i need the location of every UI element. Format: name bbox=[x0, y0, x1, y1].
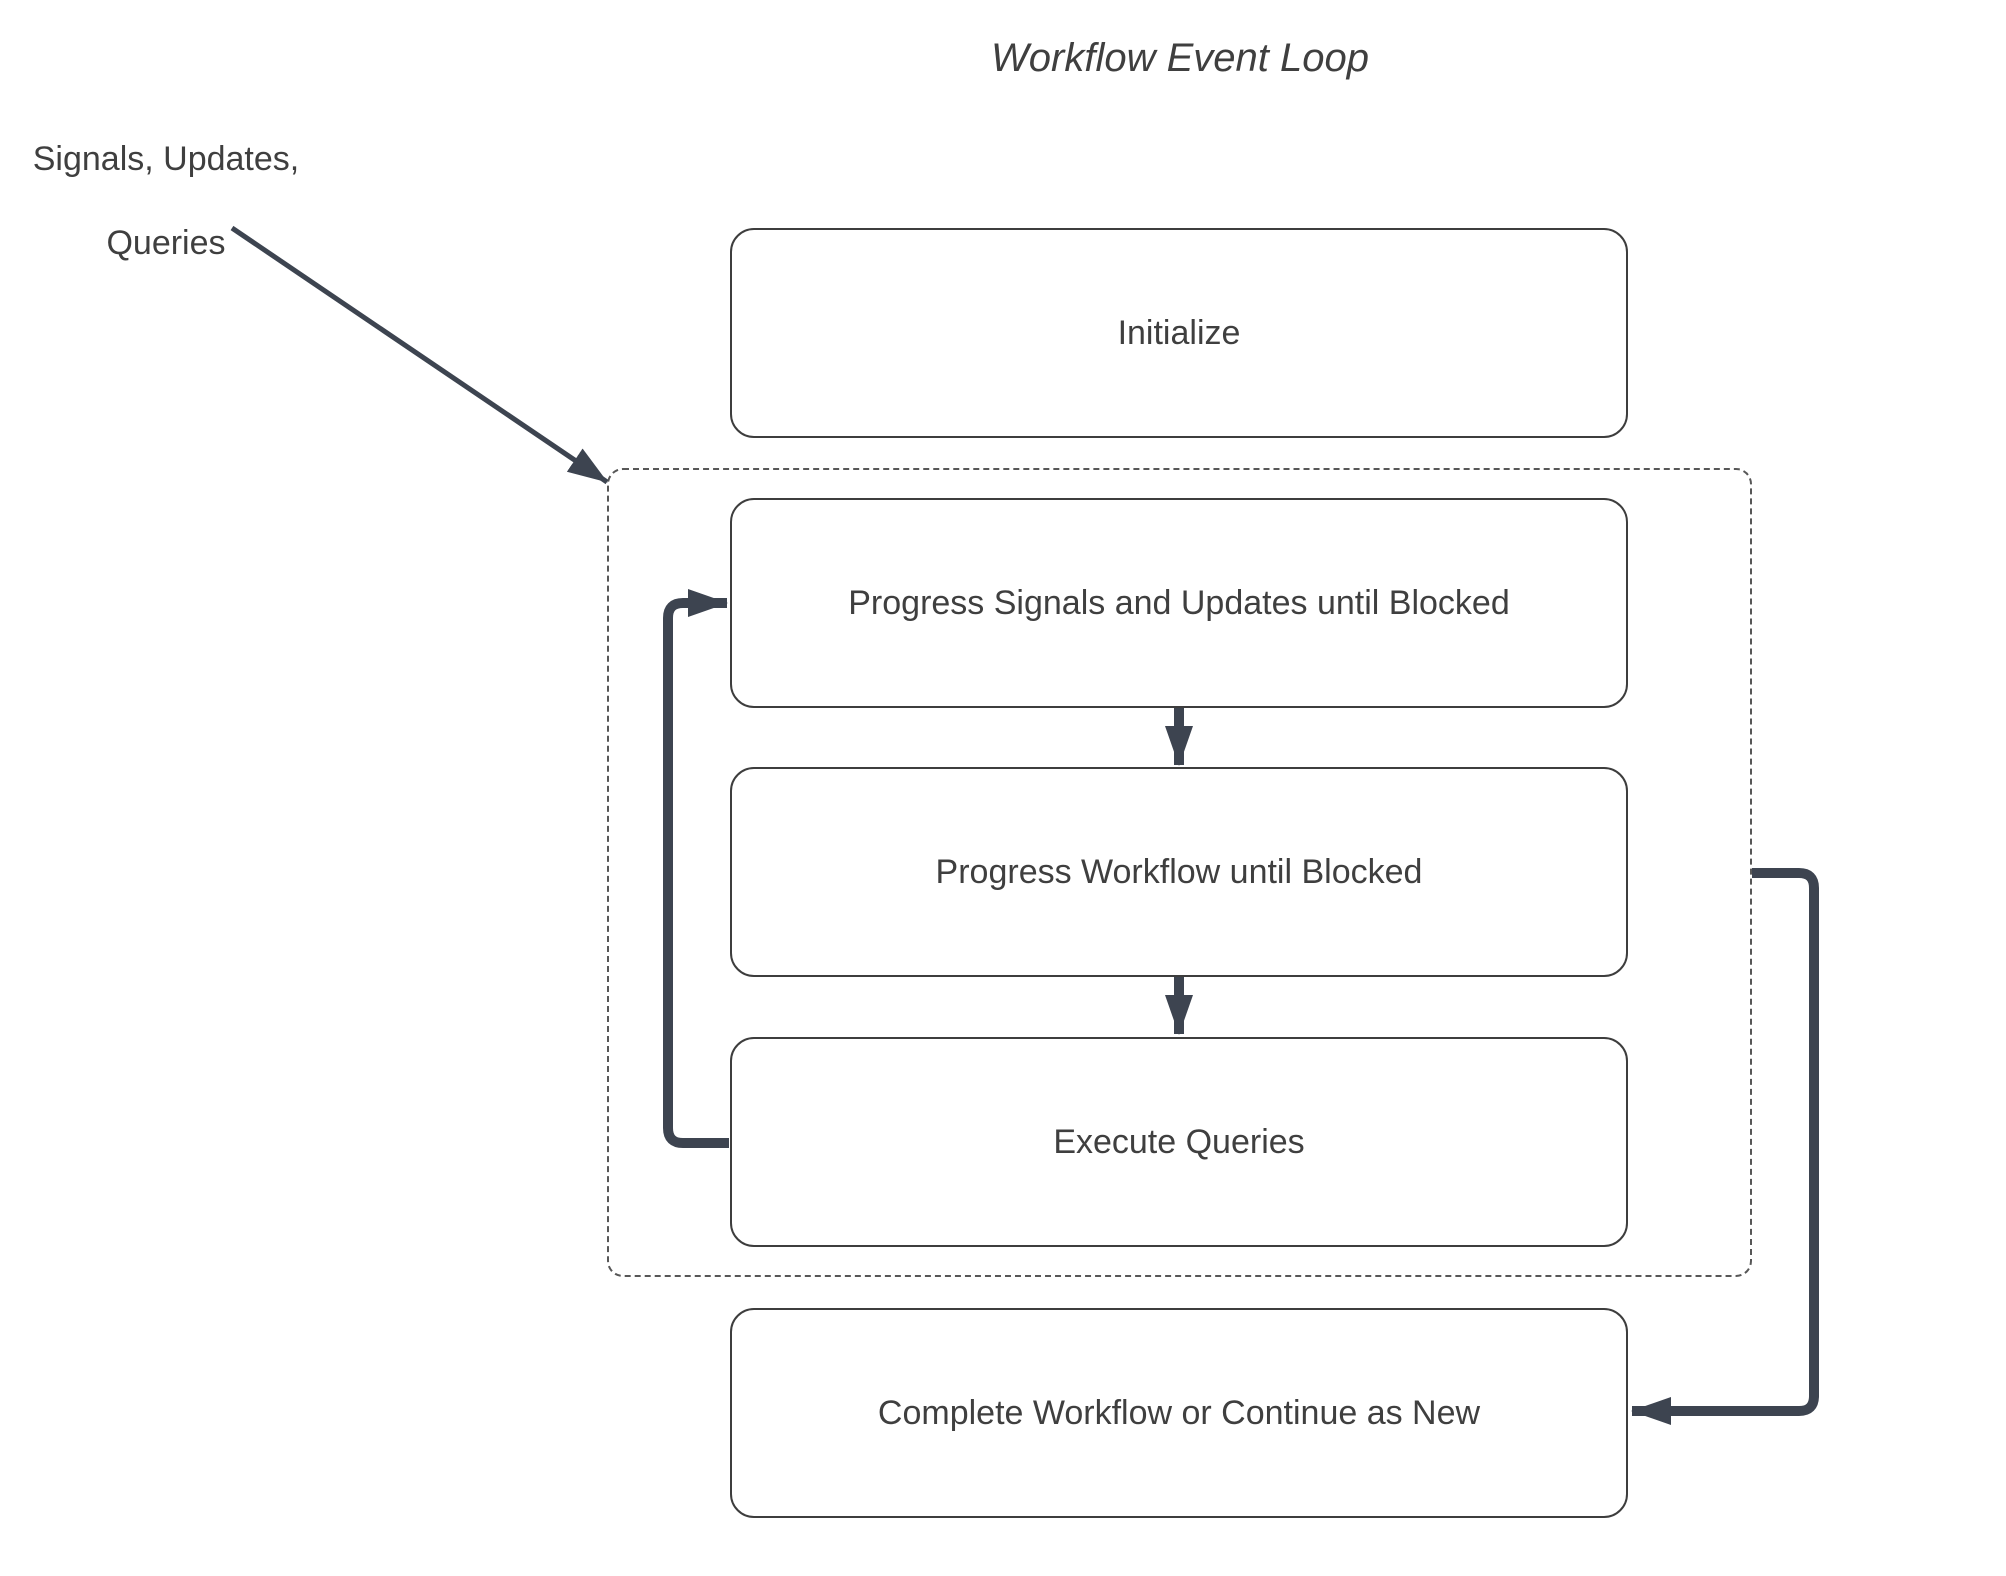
signals-updates-queries-line1: Signals, Updates, bbox=[32, 140, 300, 178]
node-progress-workflow: Progress Workflow until Blocked bbox=[730, 767, 1628, 977]
node-execute-queries-label: Execute Queries bbox=[1053, 1122, 1305, 1161]
node-progress-signals-label: Progress Signals and Updates until Block… bbox=[848, 583, 1510, 622]
node-execute-queries: Execute Queries bbox=[730, 1037, 1628, 1247]
node-complete: Complete Workflow or Continue as New bbox=[730, 1308, 1628, 1518]
node-progress-workflow-label: Progress Workflow until Blocked bbox=[935, 852, 1423, 891]
diagram-title: Workflow Event Loop bbox=[991, 36, 1369, 80]
node-complete-label: Complete Workflow or Continue as New bbox=[877, 1393, 1481, 1432]
signals-updates-queries-line2: Queries bbox=[106, 224, 226, 262]
node-initialize: Initialize bbox=[730, 228, 1628, 438]
signals-updates-queries-label: Signals, Updates, Queries bbox=[0, 138, 332, 264]
node-progress-signals: Progress Signals and Updates until Block… bbox=[730, 498, 1628, 708]
node-initialize-label: Initialize bbox=[1117, 313, 1241, 352]
arrow-external-to-group bbox=[230, 225, 609, 485]
